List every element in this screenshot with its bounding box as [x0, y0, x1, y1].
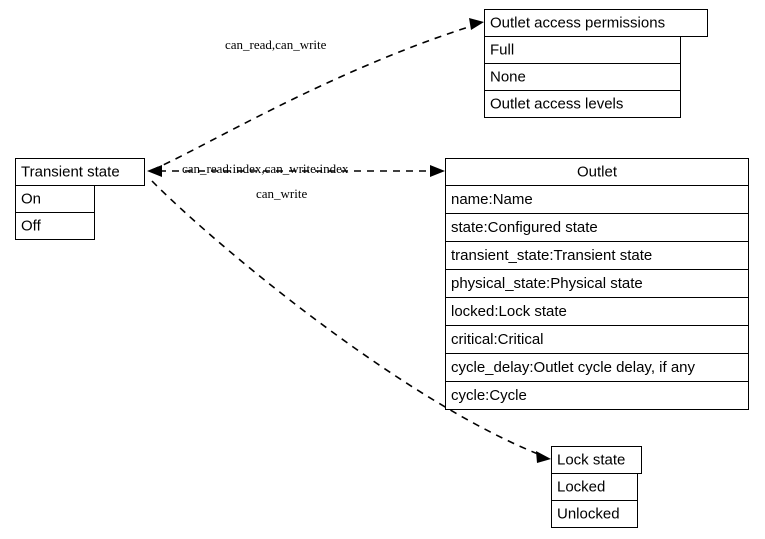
transient-state-title: Transient state	[21, 163, 120, 180]
outlet-row-box-3	[445, 269, 749, 298]
node-outlet-access-permissions[interactable]: Outlet access permissions Full None Outl…	[484, 9, 708, 118]
outlet-access-permissions-row-box-0	[484, 36, 681, 64]
lock-state-row-0: Locked	[557, 478, 605, 495]
outlet-title: Outlet	[577, 163, 618, 180]
lock-state-title: Lock state	[557, 451, 625, 468]
transient-state-title-box	[15, 158, 145, 186]
outlet-row-0: name:Name	[451, 191, 533, 208]
edge-label-outlet-top: can_read:index,can_write:index	[182, 161, 349, 176]
edge-transient-to-lock	[151, 180, 551, 463]
node-outlet[interactable]: Outlet name:Name state:Configured state …	[445, 158, 749, 410]
outlet-row-box-4	[445, 297, 749, 326]
edge-label-permissions: can_read,can_write	[225, 37, 327, 52]
outlet-row-box-5	[445, 325, 749, 354]
outlet-access-permissions-row-0: Full	[490, 41, 514, 58]
arrowhead-permissions	[469, 18, 484, 30]
lock-state-row-box-0	[551, 473, 638, 501]
arrowhead-outlet-right	[430, 165, 445, 177]
lock-state-row-1: Unlocked	[557, 505, 620, 522]
outlet-row-6: cycle_delay:Outlet cycle delay, if any	[451, 359, 696, 376]
node-transient-state[interactable]: Transient state On Off	[15, 158, 145, 240]
edge-transient-outlet-bottom: can_write	[256, 186, 307, 201]
outlet-access-permissions-row-2: Outlet access levels	[490, 95, 623, 112]
node-lock-state[interactable]: Lock state Locked Unlocked	[551, 446, 642, 528]
edge-line-lock	[151, 180, 544, 457]
edge-transient-outlet-top: can_read:index,can_write:index	[147, 161, 445, 177]
lock-state-title-box	[551, 446, 642, 474]
outlet-access-permissions-row-box-2	[484, 90, 681, 118]
arrowhead-transient-left	[147, 165, 162, 177]
outlet-access-permissions-row-1: None	[490, 68, 526, 85]
outlet-access-permissions-row-box-1	[484, 63, 681, 91]
transient-state-row-box-1	[15, 212, 95, 240]
outlet-row-7: cycle:Cycle	[451, 387, 527, 404]
arrowhead-lock	[536, 451, 551, 463]
outlet-row-box-7	[445, 381, 749, 410]
outlet-row-4: locked:Lock state	[451, 303, 567, 320]
outlet-row-2: transient_state:Transient state	[451, 247, 652, 264]
outlet-row-box-2	[445, 241, 749, 270]
transient-state-row-box-0	[15, 185, 95, 213]
transient-state-row-0: On	[21, 190, 41, 207]
outlet-access-permissions-title-box	[484, 9, 708, 37]
outlet-access-permissions-title: Outlet access permissions	[490, 14, 665, 31]
outlet-row-3: physical_state:Physical state	[451, 275, 643, 292]
outlet-row-box-6	[445, 353, 749, 382]
outlet-row-5: critical:Critical	[451, 331, 544, 348]
lock-state-row-box-1	[551, 500, 638, 528]
edge-transient-to-permissions: can_read,can_write	[151, 18, 484, 171]
transient-state-row-1: Off	[21, 217, 42, 234]
outlet-row-1: state:Configured state	[451, 219, 598, 236]
edge-label-outlet-bottom: can_write	[256, 186, 307, 201]
